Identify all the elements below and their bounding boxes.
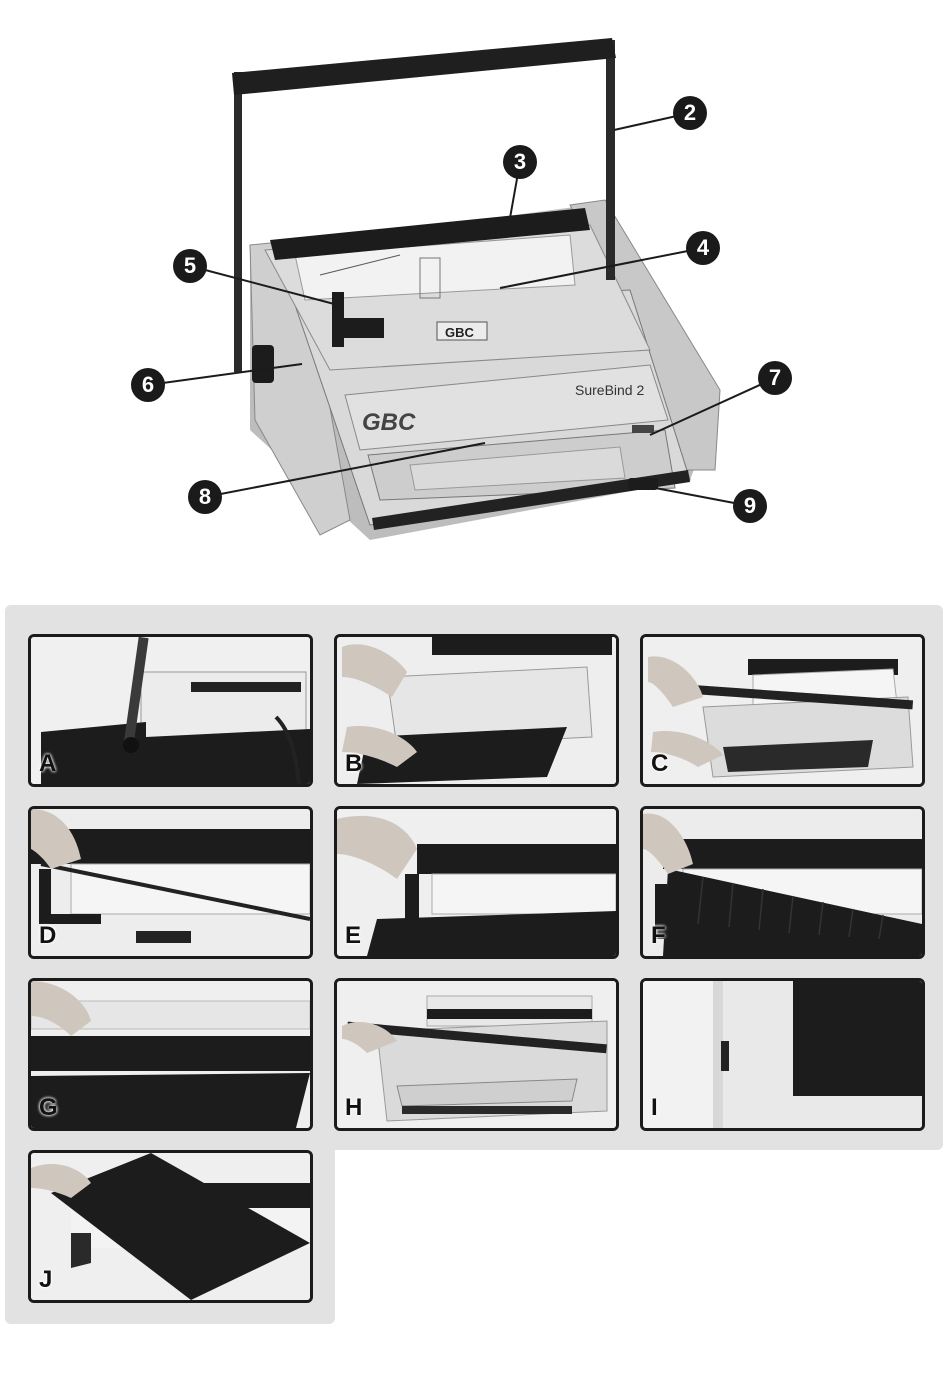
step-letter-a: A	[39, 750, 56, 778]
step-letter-i: I	[651, 1094, 658, 1122]
callout-8: 8	[188, 480, 222, 514]
callout-2: 2	[673, 96, 707, 130]
model-name: SureBind 2	[575, 382, 644, 398]
step-d-panel: D	[28, 806, 313, 959]
binding-machine-illustration: GBC SureBind 2 GBC	[0, 0, 950, 590]
step-e-panel: E	[334, 806, 619, 959]
step-letter-f: F	[651, 922, 666, 950]
step-h-panel: H	[334, 978, 619, 1131]
callout-4: 4	[686, 231, 720, 265]
step-letter-g: G	[39, 1094, 58, 1122]
step-letter-b: B	[345, 750, 362, 778]
step-f-panel: F	[640, 806, 925, 959]
top-logo: GBC	[445, 325, 475, 340]
step-letter-h: H	[345, 1094, 362, 1122]
step-c-panel: C	[640, 634, 925, 787]
step-g-panel: G	[28, 978, 313, 1131]
step-b-panel: B	[334, 634, 619, 787]
callout-6: 6	[131, 368, 165, 402]
callout-5: 5	[173, 249, 207, 283]
callout-9: 9	[733, 489, 767, 523]
step-a-panel: A	[28, 634, 313, 787]
front-logo: GBC	[362, 409, 416, 436]
callout-3: 3	[503, 145, 537, 179]
step-i-panel: I	[640, 978, 925, 1131]
callout-7: 7	[758, 361, 792, 395]
step-letter-e: E	[345, 922, 361, 950]
step-letter-d: D	[39, 922, 56, 950]
step-letter-j: J	[39, 1266, 52, 1294]
step-j-panel: J	[28, 1150, 313, 1303]
step-letter-c: C	[651, 750, 668, 778]
